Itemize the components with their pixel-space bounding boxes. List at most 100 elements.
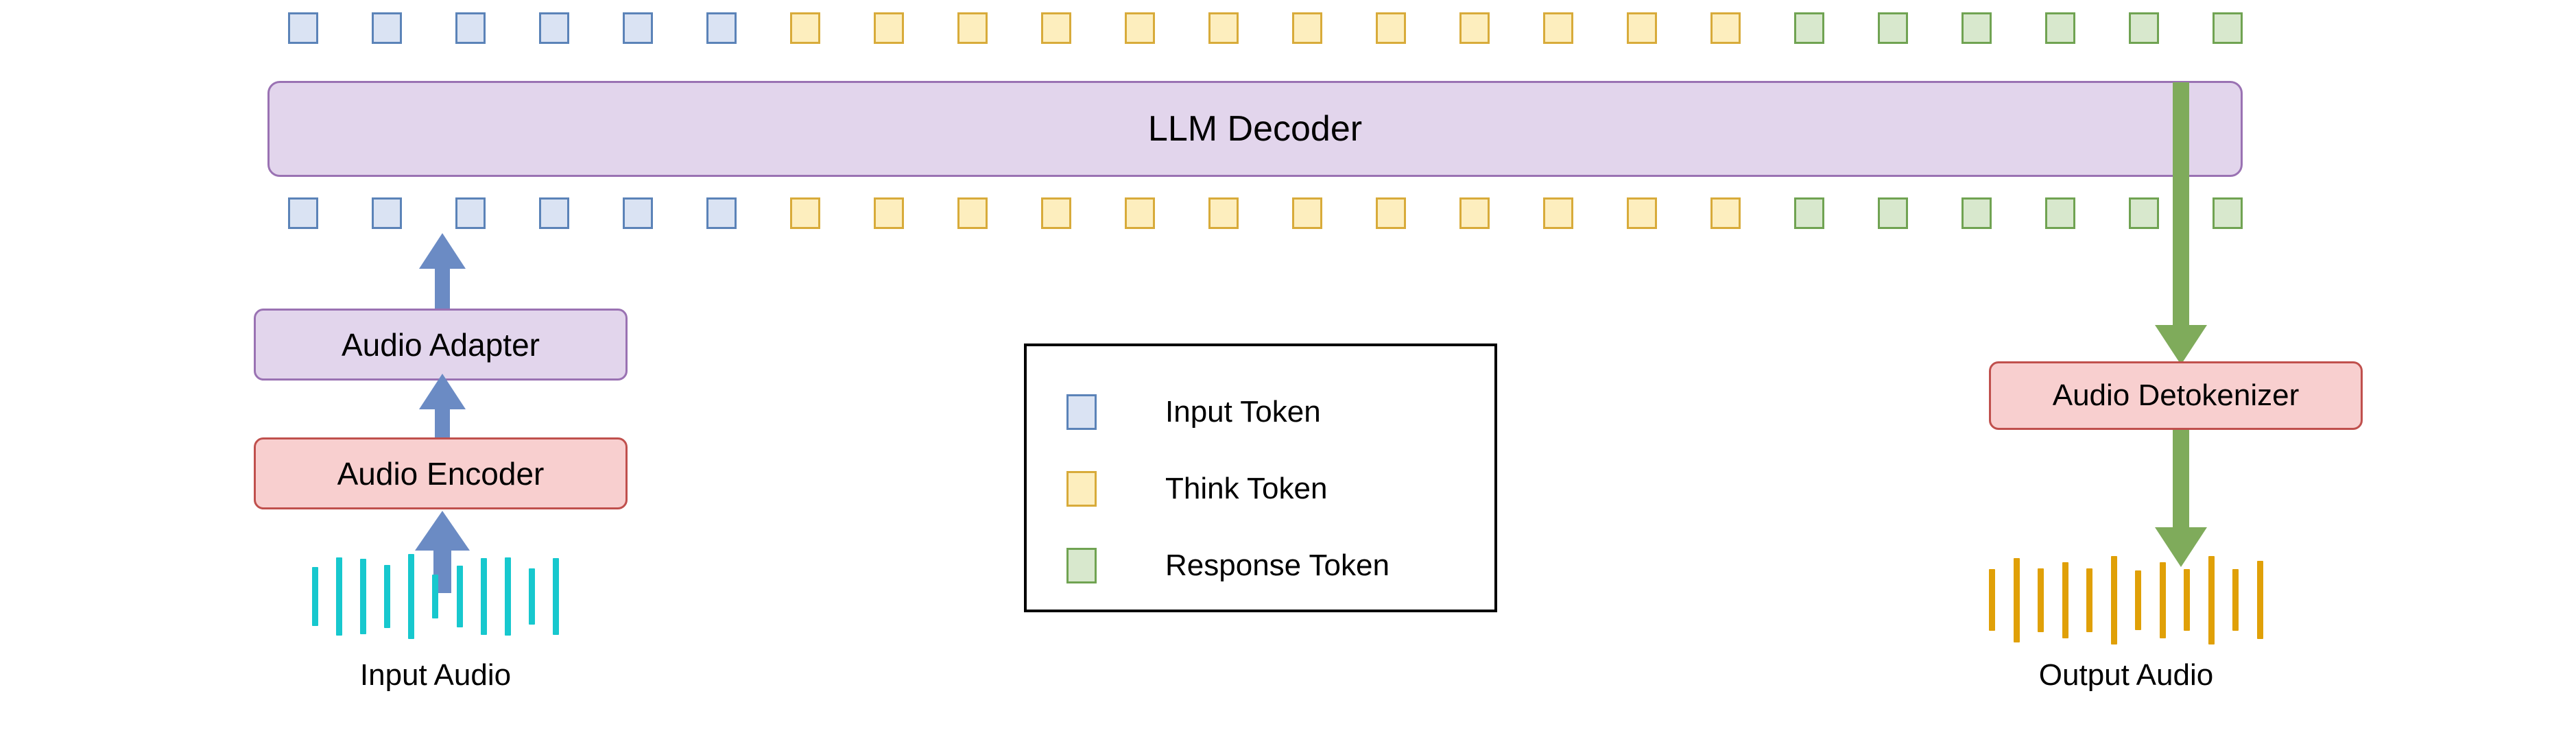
- waveform-bar: [2062, 562, 2068, 638]
- token-input-5: [623, 12, 653, 44]
- token-think-12: [1208, 12, 1239, 44]
- token-response-21: [1961, 197, 1992, 229]
- token-think-13: [1292, 197, 1322, 229]
- token-input-6: [706, 12, 737, 44]
- waveform-bar: [312, 566, 318, 627]
- waveform-bar: [2159, 562, 2166, 638]
- waveform-bar: [2208, 555, 2215, 644]
- token-think-14: [1376, 197, 1406, 229]
- waveform-bar: [456, 566, 463, 627]
- token-input-3: [455, 197, 486, 229]
- arrow-head-icon: [419, 374, 466, 409]
- token-think-12: [1208, 197, 1239, 229]
- token-input-4: [539, 197, 569, 229]
- token-response-24: [2213, 12, 2243, 44]
- llm-decoder-box[interactable]: LLM Decoder: [267, 81, 2243, 177]
- token-think-7: [790, 12, 820, 44]
- waveform-bar: [2256, 561, 2263, 639]
- waveform-bar: [1989, 569, 1995, 631]
- waveform-bar: [2184, 569, 2191, 631]
- token-input-6: [706, 197, 737, 229]
- audio-encoder-box[interactable]: Audio Encoder: [254, 437, 628, 509]
- legend-swatch-response-icon: [1066, 548, 1097, 583]
- audio-adapter-box[interactable]: Audio Adapter: [254, 309, 628, 381]
- token-think-18: [1710, 12, 1741, 44]
- token-think-8: [874, 197, 904, 229]
- legend-label: Think Token: [1165, 472, 1328, 505]
- token-think-16: [1543, 12, 1573, 44]
- waveform-bar: [384, 564, 391, 629]
- token-row-bottom: [0, 197, 2576, 229]
- token-input-3: [455, 12, 486, 44]
- waveform-bar: [2232, 569, 2239, 631]
- arrow-detok-to-audio: [2150, 430, 2212, 567]
- legend-item-response: Response Token: [1066, 527, 1494, 604]
- token-response-20: [1878, 12, 1908, 44]
- waveform-bar: [552, 558, 559, 635]
- arrow-shaft: [435, 405, 450, 441]
- waveform-bar: [2135, 570, 2142, 630]
- arrow-head-icon: [415, 511, 470, 551]
- arrow-head-icon: [419, 233, 466, 269]
- token-think-18: [1710, 197, 1741, 229]
- token-response-22: [2045, 197, 2075, 229]
- waveform-bar: [2110, 555, 2117, 644]
- arrow-shaft: [2173, 82, 2189, 326]
- token-row-top: [0, 12, 2576, 44]
- token-think-17: [1627, 197, 1657, 229]
- token-response-24: [2213, 197, 2243, 229]
- waveform-bar: [2013, 557, 2020, 642]
- token-think-9: [957, 12, 988, 44]
- audio-adapter-label: Audio Adapter: [341, 326, 540, 363]
- token-think-9: [957, 197, 988, 229]
- arrow-encoder-to-adapter: [412, 374, 473, 441]
- token-response-21: [1961, 12, 1992, 44]
- token-input-2: [372, 197, 402, 229]
- token-think-8: [874, 12, 904, 44]
- input-audio-label: Input Audio: [359, 658, 512, 692]
- arrow-head-icon: [2155, 325, 2207, 365]
- arrow-shaft: [2173, 430, 2189, 529]
- legend-label: Response Token: [1165, 549, 1390, 582]
- token-input-5: [623, 197, 653, 229]
- token-input-4: [539, 12, 569, 44]
- audio-detokenizer-box[interactable]: Audio Detokenizer: [1989, 361, 2363, 430]
- token-response-20: [1878, 197, 1908, 229]
- token-think-15: [1459, 197, 1490, 229]
- input-audio-waveform: [312, 549, 559, 644]
- arrow-audio-to-encoder: [412, 511, 473, 593]
- legend-item-input: Input Token: [1066, 374, 1494, 450]
- audio-encoder-label: Audio Encoder: [337, 455, 545, 492]
- llm-decoder-label: LLM Decoder: [1147, 109, 1363, 149]
- waveform-bar: [2038, 568, 2044, 632]
- arrow-adapter-to-tokens: [412, 233, 473, 311]
- arrow-shaft: [435, 265, 450, 311]
- token-think-11: [1125, 197, 1155, 229]
- legend-label: Input Token: [1165, 395, 1321, 429]
- audio-detokenizer-label: Audio Detokenizer: [2052, 378, 2300, 412]
- output-audio-label: Output Audio: [2038, 658, 2214, 692]
- waveform-bar: [336, 557, 343, 636]
- token-think-14: [1376, 12, 1406, 44]
- token-think-13: [1292, 12, 1322, 44]
- token-response-19: [1794, 12, 1824, 44]
- legend-swatch-input-icon: [1066, 394, 1097, 430]
- token-input-1: [288, 12, 318, 44]
- waveform-bar: [408, 554, 415, 639]
- legend-item-think: Think Token: [1066, 450, 1494, 527]
- token-input-2: [372, 12, 402, 44]
- token-think-15: [1459, 12, 1490, 44]
- token-response-23: [2129, 197, 2159, 229]
- waveform-bar: [2086, 568, 2093, 632]
- token-response-22: [2045, 12, 2075, 44]
- waveform-bar: [480, 558, 487, 635]
- token-input-1: [288, 197, 318, 229]
- arrow-decoder-to-detok: [2150, 82, 2212, 365]
- token-think-7: [790, 197, 820, 229]
- token-think-10: [1041, 12, 1071, 44]
- token-response-23: [2129, 12, 2159, 44]
- output-audio-waveform: [1989, 549, 2263, 651]
- token-think-11: [1125, 12, 1155, 44]
